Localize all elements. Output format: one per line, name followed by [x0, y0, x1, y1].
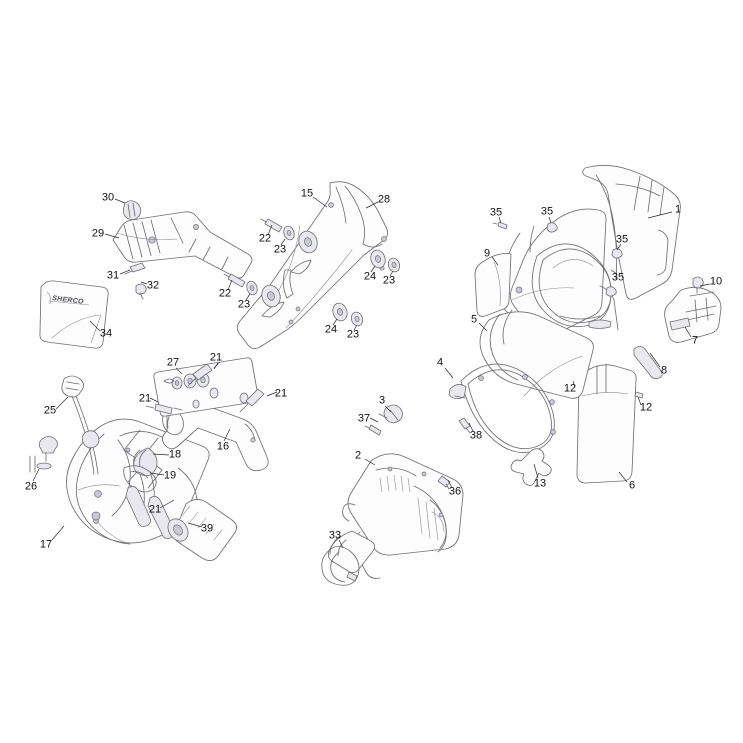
callout-bracket-bolt: 10	[709, 275, 723, 288]
part-side-deflector-panel	[474, 253, 512, 317]
part-airbox-screws	[437, 417, 471, 490]
callout-cage-clip-screw: 37	[357, 412, 371, 425]
callout-subframe-bolt-b: 35	[540, 205, 554, 218]
callout-sensor-plug-kit: 26	[24, 480, 38, 493]
callout-exhaust-gasket-kit: 27	[166, 356, 180, 369]
callout-silencer-packing: 39	[200, 522, 214, 535]
callout-silencer-body: 15	[300, 187, 314, 200]
callout-silencer-link-pipe: 29	[91, 227, 105, 240]
callout-exhaust-spring-d: 21	[148, 503, 162, 516]
callout-clamp-screw: 31	[106, 269, 120, 282]
callout-exhaust-spring-c: 21	[274, 387, 288, 400]
svg-text:SHERCO: SHERCO	[52, 295, 85, 306]
callout-airbox-body: 2	[354, 449, 362, 462]
part-subframe-bolts	[492, 221, 623, 297]
part-exhaust-springs	[125, 361, 265, 539]
part-lambda-sensor-lead	[61, 375, 101, 521]
callout-subframe-bolt-a: 35	[489, 206, 503, 219]
callout-silencer-end-cap: 28	[377, 193, 391, 206]
callout-silencer-bolt-lower: 22	[218, 287, 232, 300]
part-air-filter-element	[479, 309, 594, 399]
part-rear-subframe	[501, 165, 681, 377]
part-clamp-fasteners	[124, 262, 147, 300]
callout-silencer-grommet-b: 24	[324, 323, 338, 336]
part-silencer-packing	[167, 499, 237, 561]
part-airbox-body	[327, 453, 464, 579]
callout-subframe-bolt-d: 35	[611, 271, 625, 284]
callout-exhaust-spring-hook: 19	[163, 469, 177, 482]
callout-rear-mudguard-flap: 6	[628, 479, 636, 492]
callout-exhaust-spring-b: 21	[138, 392, 152, 405]
part-silencer-link-pipe	[112, 211, 253, 279]
callout-air-filter-cage: 4	[436, 356, 444, 369]
callout-airbox-cage-screw: 3	[378, 394, 386, 407]
callout-expansion-chamber: 17	[39, 538, 53, 551]
part-intake-hose-clamp	[321, 546, 360, 586]
part-link-pipe-clamp	[123, 200, 142, 220]
callout-airbox-cover-bag: 34	[99, 327, 113, 340]
callout-silencer-bolt-upper: 22	[258, 232, 272, 245]
callout-silencer-grommet-a: 24	[363, 270, 377, 283]
callout-silencer-washer-b: 23	[237, 298, 251, 311]
callout-intake-hose-clamp: 33	[328, 529, 342, 542]
callout-clamp-nut: 32	[146, 279, 160, 292]
callout-battery-holder-bracket: 7	[691, 334, 699, 347]
callout-subframe-bolt-c: 35	[615, 233, 629, 246]
callout-air-filter-element: 5	[470, 313, 478, 326]
callout-airbox-screw-upper: 38	[469, 429, 483, 442]
callout-silencer-washer-d: 23	[346, 328, 360, 341]
part-air-filter-cage	[448, 363, 556, 453]
callout-rear-subframe: 1	[674, 203, 682, 216]
part-silencer-body	[236, 181, 389, 350]
part-cage-clip	[364, 404, 403, 436]
callout-bracket-screw: 8	[660, 364, 668, 377]
callout-silencer-washer-c: 23	[382, 274, 396, 287]
callout-airbox-screw-lower: 36	[448, 485, 462, 498]
part-silencer-hardware	[223, 218, 401, 327]
part-exhaust-connector-pipe	[123, 400, 269, 493]
callout-wiring-clip: 13	[533, 477, 547, 490]
part-sensor-plug-kit	[29, 436, 58, 473]
callout-link-pipe-clamp: 30	[101, 191, 115, 204]
callout-exhaust-spring-a: 21	[209, 351, 223, 364]
callout-exhaust-connector-pipe: 16	[216, 440, 230, 453]
callout-exhaust-rubber-sleeve: 18	[168, 448, 182, 461]
part-wiring-clip	[510, 448, 552, 486]
callout-mudguard-screw-right: 12	[639, 401, 653, 414]
callout-silencer-washer-a: 23	[273, 243, 287, 256]
callout-side-deflector-panel: 9	[483, 247, 491, 260]
part-airbox-cover-bag: SHERCO	[39, 280, 109, 349]
callout-mudguard-screw-left: 12	[563, 382, 577, 395]
callout-lambda-sensor-lead: 25	[43, 404, 57, 417]
